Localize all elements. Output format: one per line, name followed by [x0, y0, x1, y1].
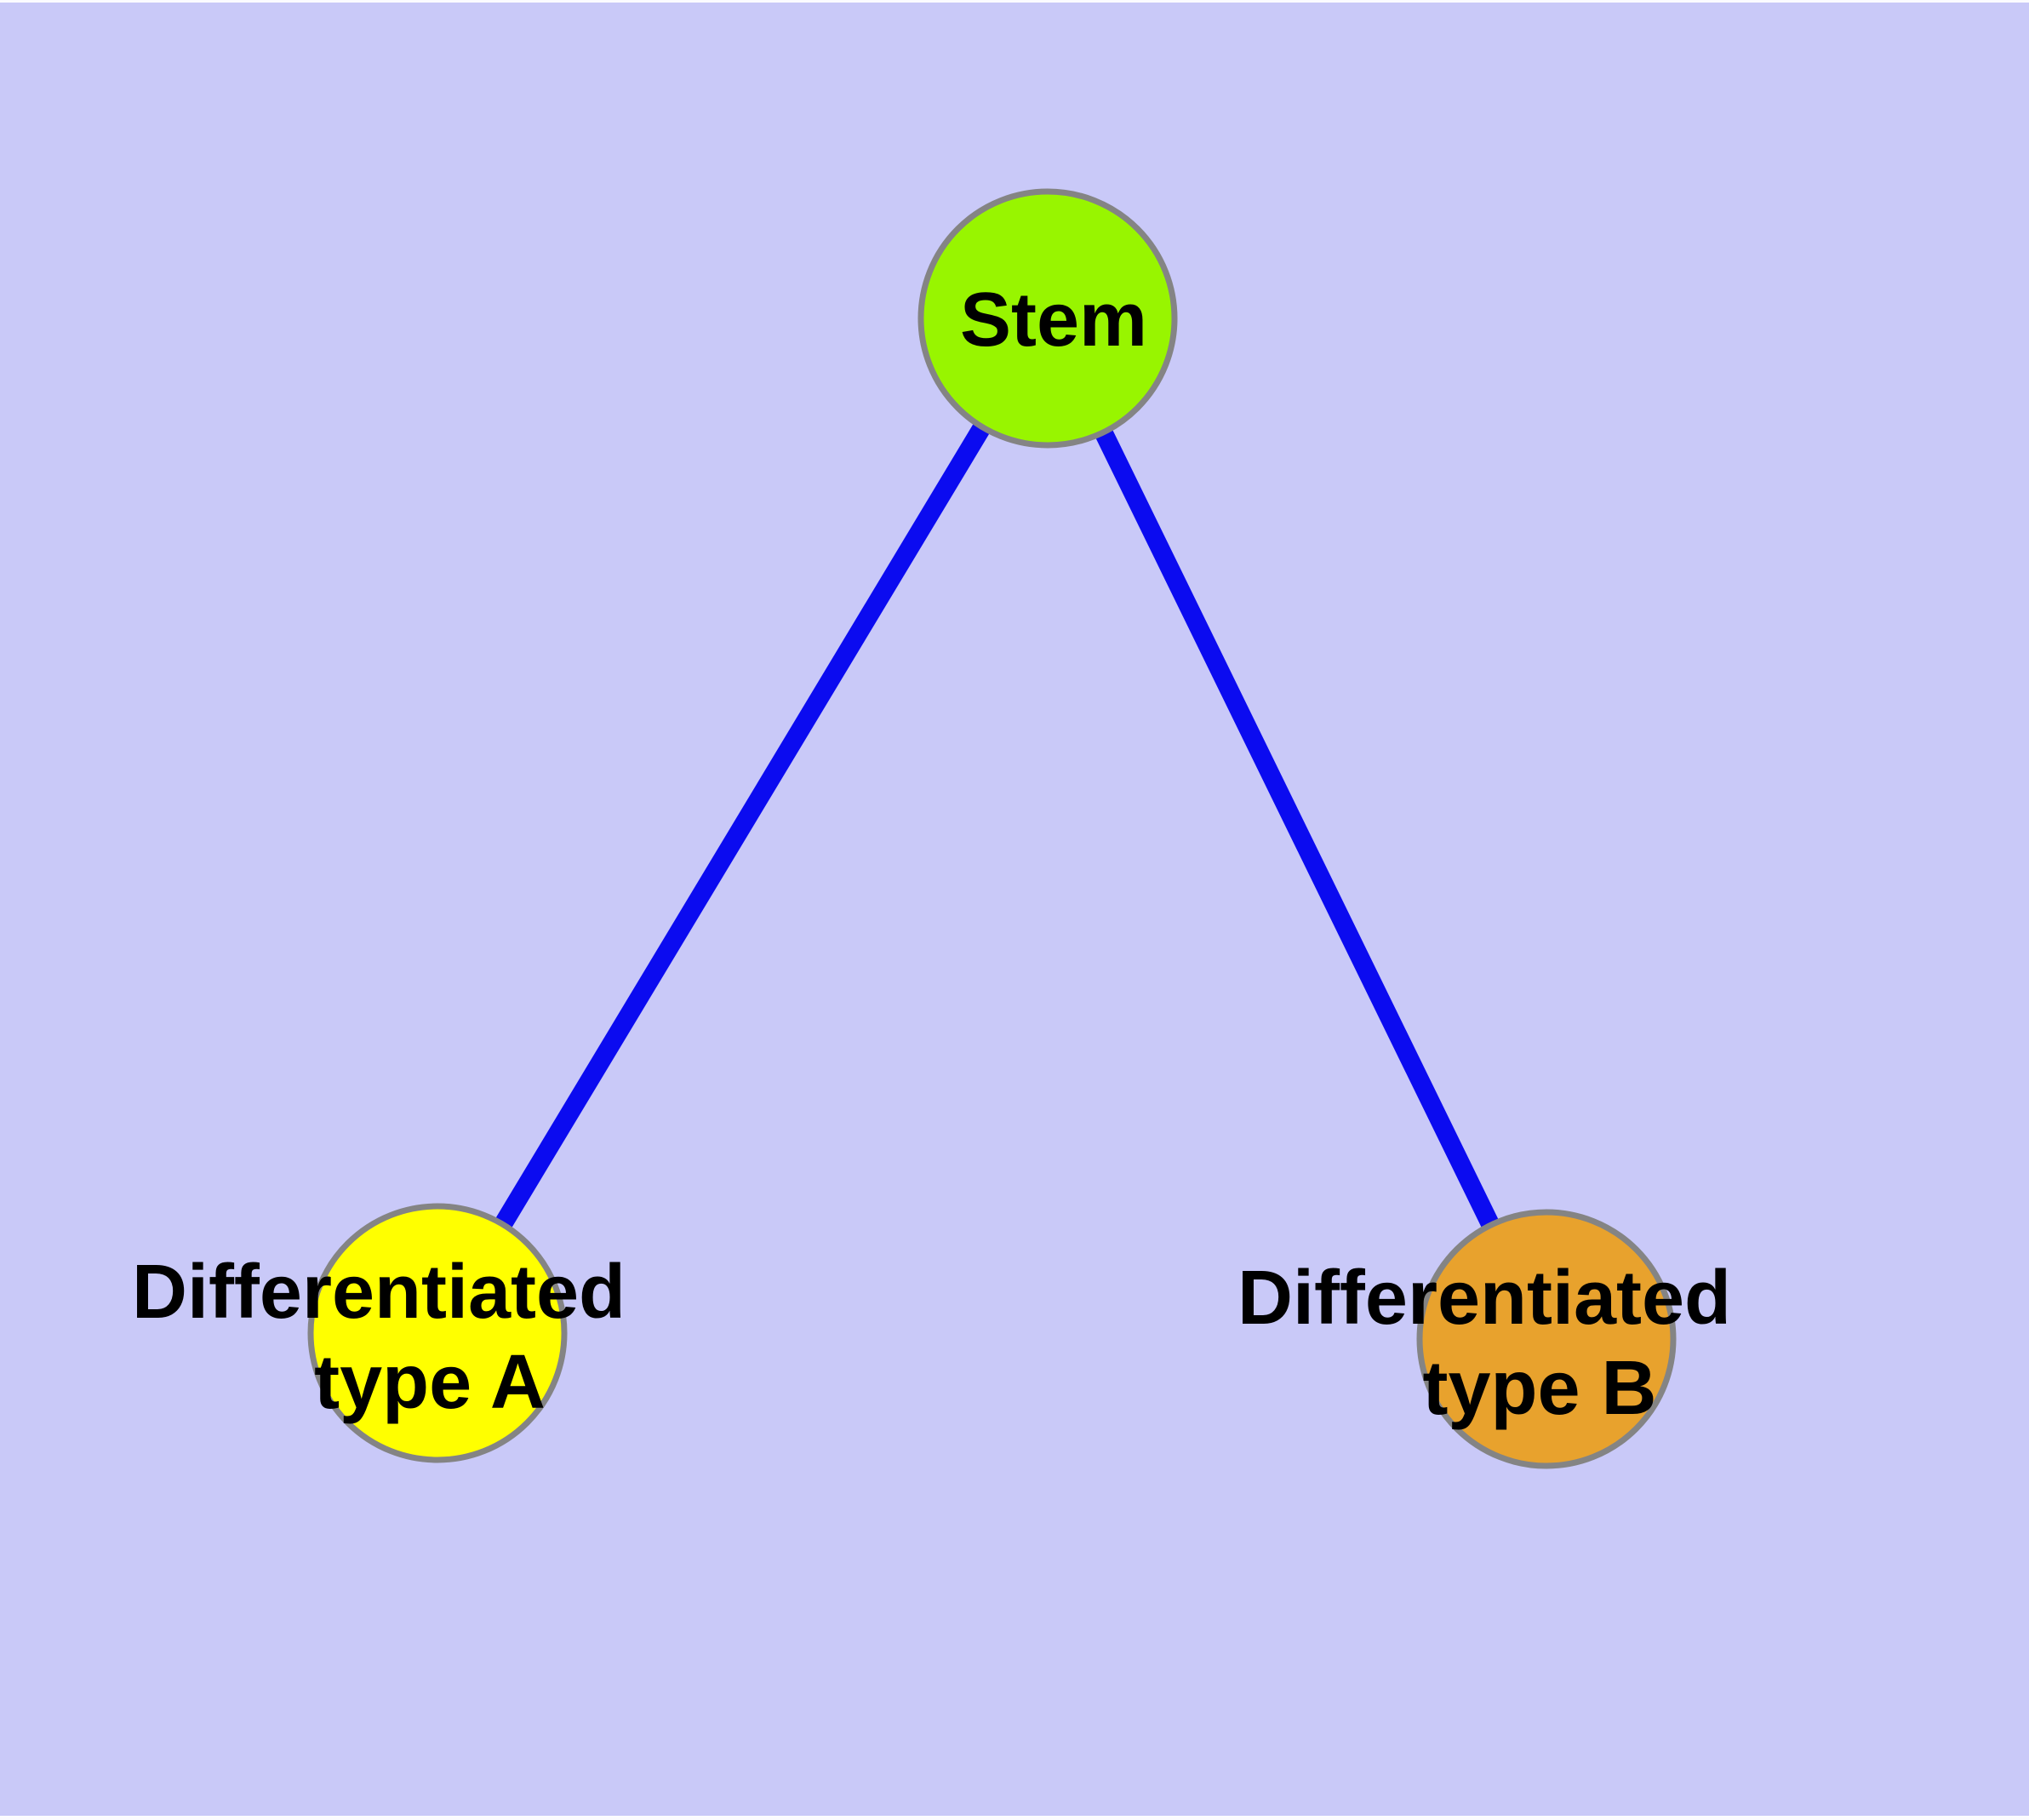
node-type-a-label-line2: type A — [314, 1340, 546, 1425]
node-type-b-label-line2: type B — [1422, 1346, 1656, 1431]
top-border-strip — [0, 0, 2029, 3]
edge-stem-to-type-a — [429, 313, 1056, 1338]
edge-stem-to-type-b — [1039, 314, 1555, 1343]
node-stem-label: Stem — [960, 278, 1147, 363]
node-type-b-circle — [1416, 1209, 1677, 1469]
node-stem-circle — [917, 188, 1178, 449]
node-type-a-circle — [307, 1203, 568, 1463]
bottom-border-strip — [0, 1816, 2029, 1820]
node-type-b-label-line1: Differentiated — [1237, 1256, 1731, 1341]
node-type-a-label-line1: Differentiated — [132, 1250, 626, 1335]
